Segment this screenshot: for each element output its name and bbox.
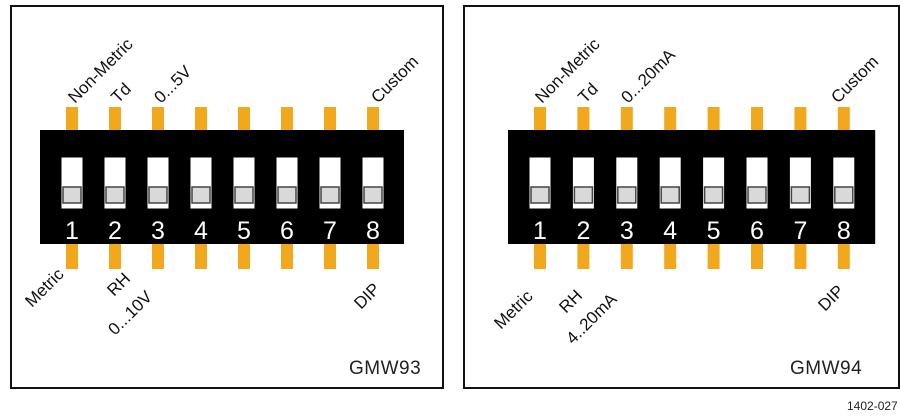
gmw93-model-label: GMW93 [349, 358, 422, 379]
top-pin [794, 107, 807, 131]
switch-number: 3 [151, 217, 165, 245]
bottom-label-dip: DIP [350, 279, 383, 312]
top-pin [195, 107, 207, 131]
figure-id: 1402-027 [847, 399, 898, 413]
switch-knob [148, 186, 168, 204]
top-pin [751, 107, 763, 131]
top-pin [534, 107, 546, 131]
switch-knob [530, 186, 550, 204]
top-pin [66, 107, 78, 131]
bottom-label-dip: DIP [814, 281, 847, 314]
top-pin [238, 107, 250, 131]
top-label-custom: Custom [827, 52, 882, 107]
switch-number: 2 [108, 217, 122, 245]
switch-number: 1 [533, 217, 547, 245]
bottom-pin [534, 243, 546, 269]
switch-knob [790, 186, 811, 204]
switch-knob [660, 186, 680, 204]
bottom-pin [109, 243, 121, 269]
bottom-label-metric: Metric [490, 286, 537, 333]
switch-number: 7 [793, 217, 807, 245]
bottom-pin [324, 243, 336, 269]
switch-number: 3 [620, 217, 634, 245]
bottom-pin [281, 243, 293, 269]
switch-knob [105, 186, 125, 204]
gmw94-model-label: GMW94 [790, 358, 863, 379]
top-pin [109, 107, 121, 131]
switch-knob [617, 186, 637, 204]
bottom-pin [837, 243, 850, 269]
bottom-pin [577, 243, 590, 269]
bottom-pin [620, 243, 633, 269]
bottom-pin [367, 243, 379, 269]
bottom-pin [152, 243, 164, 269]
switch-knob [703, 186, 724, 204]
bottom-pin [751, 243, 763, 269]
switch-number: 4 [194, 217, 208, 245]
switch-body [508, 130, 876, 244]
bottom-pin [664, 243, 677, 269]
switch-number: 6 [750, 217, 764, 245]
bottom-label-metric: Metric [21, 264, 68, 311]
bottom-pin [707, 243, 720, 269]
switch-knob [277, 186, 297, 204]
switch-knob [234, 186, 254, 204]
top-pin [367, 107, 379, 131]
switch-body [40, 130, 404, 244]
top-pin [577, 107, 590, 131]
bottom-pin [66, 243, 78, 269]
switch-number: 1 [65, 217, 79, 245]
switch-knob [573, 186, 594, 204]
top-pin [664, 107, 677, 131]
switch-knob [62, 186, 82, 204]
bottom-label-rh: RH [555, 286, 586, 317]
top-pin [707, 107, 720, 131]
switch-number: 5 [237, 217, 251, 245]
top-pin [324, 107, 336, 131]
switch-knob [191, 186, 211, 204]
top-label-range-top: 0...5V [150, 62, 195, 107]
bottom-label-rh: RH [103, 269, 134, 300]
top-label-td: Td [574, 79, 601, 106]
switch-number: 2 [576, 217, 590, 245]
switch-number: 4 [663, 217, 677, 245]
bottom-pin [238, 243, 250, 269]
switch-knob [363, 186, 383, 204]
switch-number: 5 [707, 217, 721, 245]
top-pin [281, 107, 293, 131]
bottom-pin [794, 243, 807, 269]
switch-number: 7 [323, 217, 337, 245]
top-pin [837, 107, 850, 131]
bottom-pin [195, 243, 207, 269]
switch-knob [320, 186, 340, 204]
top-label-custom: Custom [367, 52, 422, 107]
switch-number: 6 [280, 217, 294, 245]
top-label-td: Td [107, 79, 134, 106]
switch-number: 8 [366, 217, 380, 245]
top-label-range-top: 0...20mA [617, 45, 679, 107]
switch-knob [747, 186, 767, 204]
top-pin [620, 107, 633, 131]
top-pin [152, 107, 164, 131]
switch-number: 8 [837, 217, 851, 245]
switch-knob [834, 186, 854, 204]
